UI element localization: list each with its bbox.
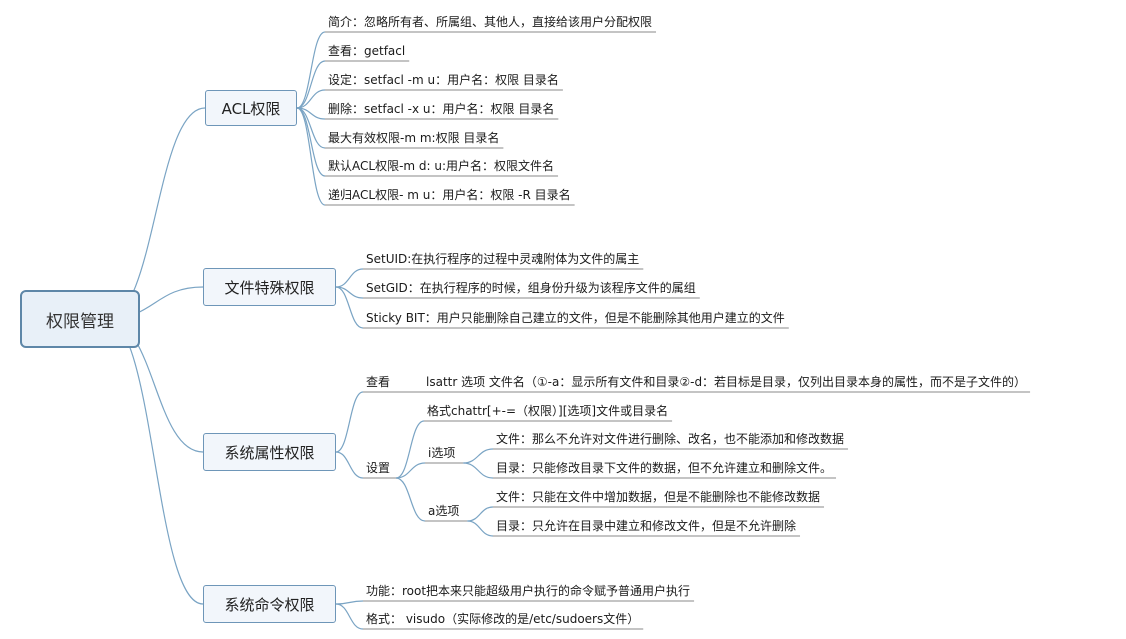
attr-view-label: 查看 xyxy=(366,375,391,389)
branch-special-permissions[interactable]: 文件特殊权限 xyxy=(203,268,336,306)
cmd-function: 功能：root把本来只能超级用户执行的命令赋予普通用户执行 xyxy=(366,584,691,598)
attr-settings-label: 设置 xyxy=(366,461,391,475)
connector-attr-i-option-file xyxy=(463,448,494,464)
connector-acl-intro xyxy=(296,31,326,109)
connector-attr-a-option-dir xyxy=(467,520,494,537)
connector-cmd-format xyxy=(335,603,364,630)
special-setgid: SetGID：在执行程序的时候，组身份升级为该程序文件的属组 xyxy=(366,281,696,295)
branch-system-attributes[interactable]: 系统属性权限 xyxy=(203,433,336,471)
connector-special-sticky xyxy=(335,286,364,329)
connector-acl-view xyxy=(296,60,326,109)
connector-branch-system-commands xyxy=(106,318,204,605)
special-setuid: SetUID:在执行程序的过程中灵魂附体为文件的属主 xyxy=(366,252,640,266)
attr-a-option-file: 文件：只能在文件中增加数据，但是不能删除也不能修改数据 xyxy=(496,490,821,504)
attr-view-text: lsattr 选项 文件名（①-a：显示所有文件和目录②-d：若目标是目录，仅列… xyxy=(426,375,1027,389)
attr-a-option-dir: 目录：只允许在目录中建立和修改文件，但是不允许删除 xyxy=(496,519,797,533)
connector-acl-recursive xyxy=(296,107,326,206)
attr-format: 格式chattr[+-=（权限）][选项]文件或目录名 xyxy=(427,404,669,418)
connector-special-setuid xyxy=(335,268,364,288)
acl-set: 设定：setfacl -m u：用户名：权限 目录名 xyxy=(328,73,559,87)
connector-attr-view xyxy=(335,391,364,453)
acl-view: 查看：getfacl xyxy=(328,44,406,58)
attr-i-option-file: 文件：那么不允许对文件进行删除、改名，也不能添加和修改数据 xyxy=(496,432,845,446)
connector-acl-set xyxy=(296,89,326,109)
branch-acl[interactable]: ACL权限 xyxy=(205,90,297,126)
root-node[interactable]: 权限管理 xyxy=(20,290,140,348)
attr-i-option-label: i选项 xyxy=(428,446,456,460)
attr-i-option-dir: 目录：只能修改目录下文件的数据，但不允许建立和删除文件。 xyxy=(496,461,833,475)
special-sticky: Sticky BIT：用户只能删除自己建立的文件，但是不能删除其他用户建立的文件 xyxy=(366,311,785,325)
connector-cmd-function xyxy=(335,600,364,605)
acl-intro: 简介：忽略所有者、所属组、其他人，直接给该用户分配权限 xyxy=(328,15,653,29)
branch-system-commands[interactable]: 系统命令权限 xyxy=(203,585,336,623)
acl-max-effective: 最大有效权限-m m:权限 目录名 xyxy=(328,131,500,145)
cmd-format: 格式： visudo（实际修改的是/etc/sudoers文件） xyxy=(366,612,640,626)
acl-delete: 删除：setfacl -x u：用户名：权限 目录名 xyxy=(328,102,555,116)
connector-attr-a-option-label xyxy=(395,477,426,522)
connector-attr-i-option-label xyxy=(395,462,426,479)
connector-attr-format xyxy=(395,420,425,479)
acl-recursive: 递归ACL权限- m u：用户名：权限 -R 目录名 xyxy=(328,188,571,202)
connector-attr-i-option-dir xyxy=(463,462,494,479)
acl-default: 默认ACL权限-m d: u:用户名：权限文件名 xyxy=(328,159,555,173)
connector-attr-settings xyxy=(335,451,364,479)
connector-attr-a-option-file xyxy=(467,506,494,522)
attr-a-option-label: a选项 xyxy=(428,504,460,518)
